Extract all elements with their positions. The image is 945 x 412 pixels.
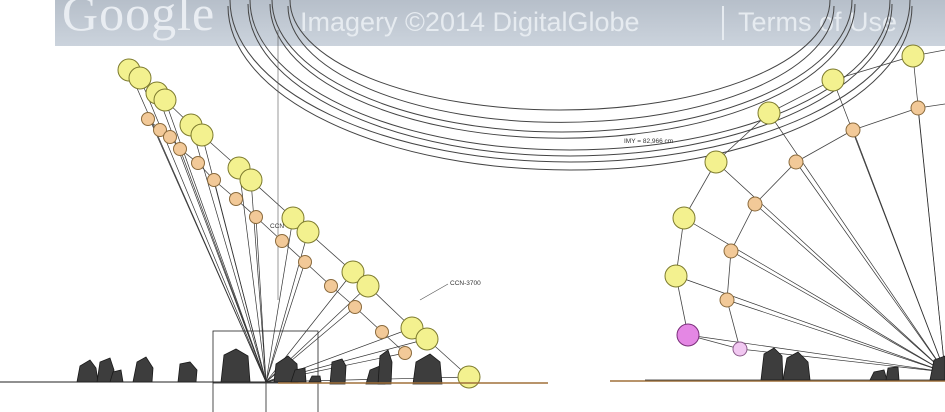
orange-marker (153, 123, 167, 137)
ccn-3700-label: CCN-3700 (450, 280, 481, 287)
ccn-3700-leader-line (419, 283, 449, 301)
yellow-marker (296, 220, 320, 244)
sight-line (687, 334, 945, 373)
arc (227, 5, 913, 171)
sight-line (715, 161, 945, 373)
stone (929, 355, 945, 381)
google-logo: Google (62, 0, 216, 41)
orange-marker (348, 300, 362, 314)
yellow-marker (457, 365, 481, 389)
sight-line (238, 167, 267, 383)
sight-line (149, 119, 267, 383)
arc (287, 5, 835, 123)
orange-marker (375, 325, 389, 339)
sight-line (917, 107, 945, 373)
orange-marker (398, 346, 412, 360)
yellow-marker (281, 206, 305, 230)
stone (308, 375, 322, 383)
arc (247, 3, 893, 157)
left-orange-markers (141, 112, 412, 360)
yellow-marker (664, 264, 688, 288)
yellow-marker (153, 88, 177, 112)
yellow-marker (341, 260, 365, 284)
right-yellow-markers (664, 44, 925, 288)
magenta-marker (676, 323, 700, 347)
orange-marker (249, 210, 263, 224)
yellow-marker (704, 150, 728, 174)
orange-marker (298, 255, 312, 269)
left-yellow-markers (117, 58, 481, 389)
arc (229, 0, 911, 163)
orange-marker (229, 192, 243, 206)
orange-marker (163, 130, 177, 144)
imy-label: IMY = 82,966 cm (624, 138, 674, 145)
terms-of-use-link[interactable]: Terms of Use (738, 7, 898, 37)
orange-marker (275, 234, 289, 248)
orange-marker (324, 279, 338, 293)
yellow-marker (415, 327, 439, 351)
sight-line (768, 112, 945, 373)
sight-line (265, 261, 306, 383)
orange-marker (191, 156, 205, 170)
sight-line (726, 299, 945, 373)
stone (885, 366, 900, 381)
imagery-credit: Imagery ©2014 DigitalGlobe (300, 7, 640, 37)
detail-frame (212, 330, 319, 384)
stone (290, 367, 307, 383)
stone (132, 356, 154, 383)
banner-divider (722, 6, 724, 40)
sight-line (179, 148, 267, 383)
orange-marker (845, 122, 861, 138)
yellow-marker (821, 68, 845, 92)
ccn-label: CCN (270, 223, 285, 230)
yellow-marker (128, 66, 152, 90)
stone (377, 349, 393, 385)
orange-marker (173, 142, 187, 156)
stone (220, 348, 251, 383)
yellow-marker (757, 101, 781, 125)
orange-marker (723, 243, 739, 259)
yellow-marker (901, 44, 925, 68)
stone (869, 369, 888, 381)
sight-line (730, 250, 945, 373)
sight-line (754, 203, 945, 373)
light-magenta-marker (732, 341, 748, 357)
sight-line (213, 179, 267, 383)
sight-line (265, 217, 294, 383)
arc (249, 0, 891, 151)
orange-marker (719, 292, 735, 308)
map-attribution-banner (55, 0, 945, 46)
sight-line (675, 275, 945, 373)
arc (289, 0, 831, 111)
sight-line (795, 161, 945, 373)
stone (412, 353, 443, 385)
right-sight-lines (675, 55, 945, 373)
arc-group (227, 0, 913, 171)
arc (269, 3, 856, 139)
yellow-marker (190, 123, 214, 147)
arc (271, 0, 853, 133)
orange-marker (207, 173, 221, 187)
right-orange-markers (719, 100, 926, 308)
stone (329, 358, 347, 385)
orange-marker (910, 100, 926, 116)
stone (177, 361, 198, 383)
right-inner-arc-chain (726, 103, 945, 350)
yellow-marker (672, 206, 696, 230)
sight-line (190, 124, 267, 383)
orange-marker (141, 112, 155, 126)
orange-marker (788, 154, 804, 170)
stone (760, 347, 784, 381)
sight-line (255, 216, 267, 383)
yellow-marker (356, 274, 380, 298)
right-stones (760, 347, 945, 381)
yellow-marker (239, 168, 263, 192)
sight-line (852, 129, 945, 373)
orange-marker (747, 196, 763, 212)
stone (76, 359, 99, 383)
sight-line (683, 217, 945, 373)
